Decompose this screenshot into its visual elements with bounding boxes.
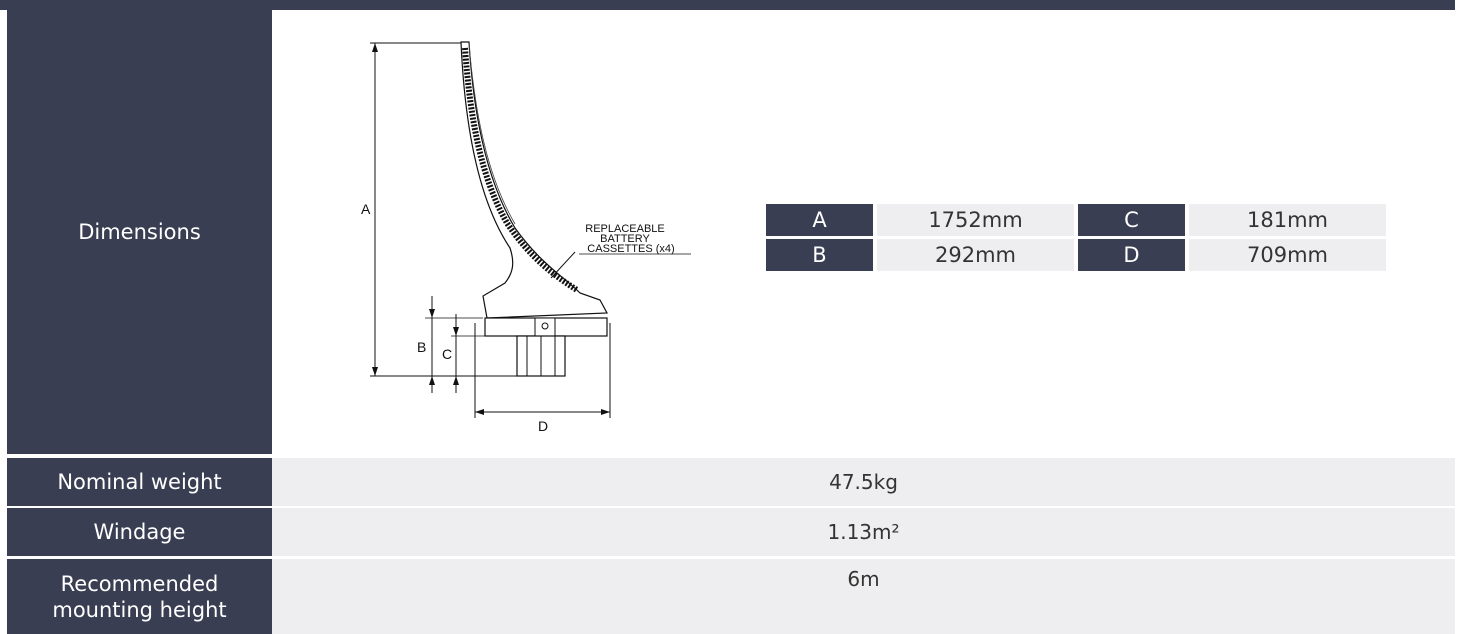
dimensions-label-cell: Dimensions xyxy=(7,10,272,454)
dim-value-a: 1752mm xyxy=(877,204,1074,236)
callout-line-3: CASSETTES (x4) xyxy=(587,243,674,255)
top-header-bar xyxy=(0,0,1455,10)
windage-value: 1.13m² xyxy=(827,520,900,544)
callout-line-1: REPLACEABLE xyxy=(585,223,664,235)
dim-value-c: 181mm xyxy=(1189,204,1386,236)
battery-cassettes xyxy=(462,47,579,293)
dim-key-d: D xyxy=(1078,239,1185,271)
callout-line-2: BATTERY xyxy=(600,233,650,245)
dim-key-b: B xyxy=(766,239,873,271)
table-row: A 1752mm C 181mm xyxy=(766,204,1386,236)
dim-value-d: 709mm xyxy=(1189,239,1386,271)
label-a: A xyxy=(361,201,371,217)
windage-label: Windage xyxy=(93,520,186,544)
mounting-label-cell: Recommended mounting height xyxy=(7,559,272,634)
mounting-value: 6m xyxy=(847,567,880,591)
label-d: D xyxy=(538,418,548,434)
dim-key-a: A xyxy=(766,204,873,236)
weight-label: Nominal weight xyxy=(57,470,222,494)
mounting-value-cell: 6m xyxy=(272,559,1455,634)
weight-label-cell: Nominal weight xyxy=(7,458,272,506)
dimension-values-table: A 1752mm C 181mm B 292mm D 709mm xyxy=(762,201,1390,274)
dim-key-c: C xyxy=(1078,204,1185,236)
dimensions-label: Dimensions xyxy=(78,220,201,244)
mounting-label: Recommended mounting height xyxy=(52,571,227,622)
dim-value-b: 292mm xyxy=(877,239,1074,271)
label-b: B xyxy=(417,339,426,355)
table-row: B 292mm D 709mm xyxy=(766,239,1386,271)
windage-value-cell: 1.13m² xyxy=(272,508,1455,556)
label-c: C xyxy=(442,346,452,362)
windage-label-cell: Windage xyxy=(7,508,272,556)
pole-outline xyxy=(460,41,608,319)
product-dimension-drawing: A B C D REPLACEABLE BATTERY CASSETTES (x… xyxy=(361,41,691,434)
weight-value-cell: 47.5kg xyxy=(272,458,1455,506)
weight-value: 47.5kg xyxy=(829,470,898,494)
